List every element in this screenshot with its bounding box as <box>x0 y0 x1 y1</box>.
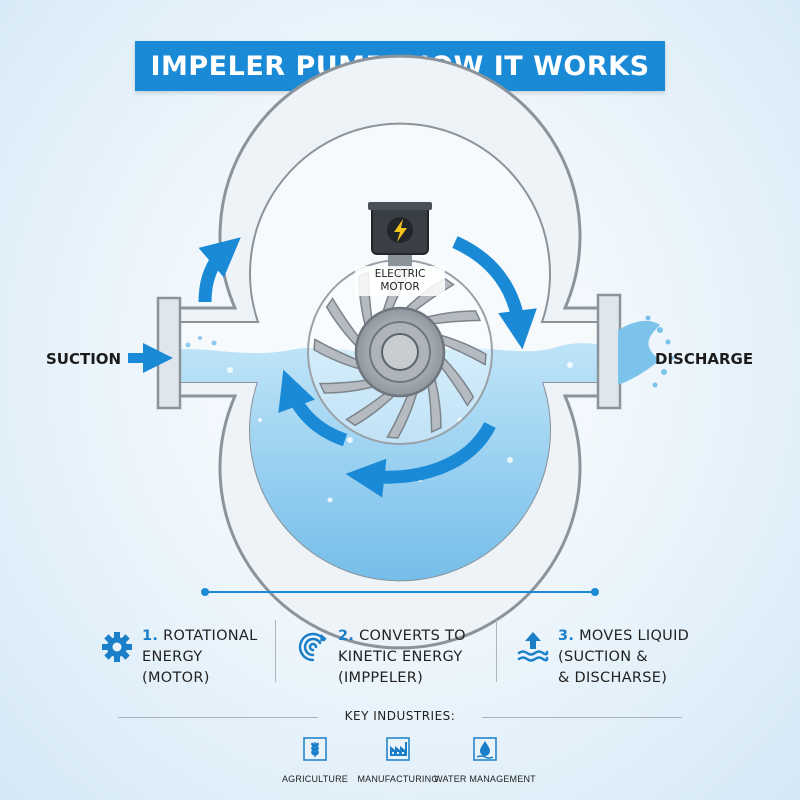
water-drop-icon <box>473 737 497 761</box>
suction-label: SUCTION <box>46 350 122 368</box>
step-3: 3. MOVES LIQUID (SUCTION & & DISCHARSE) <box>516 626 689 689</box>
arrow-bottom-swirl <box>345 421 496 498</box>
industry-label: WATER MANAGEMENT <box>434 774 536 784</box>
suction-flange <box>156 296 182 410</box>
industries-title: KEY INDUSTRIES: <box>344 709 456 723</box>
impeller-blade <box>386 383 421 439</box>
discharge-flange <box>596 293 622 410</box>
industry-manufacturing: MANUFACTURING <box>338 737 458 784</box>
electric-motor <box>368 202 432 268</box>
step-2: 2. CONVERTS TO KINETIC ENERGY (IMPPELER) <box>296 626 466 689</box>
arrow-left-swirl <box>278 369 348 447</box>
impeller-blade <box>426 369 442 434</box>
industries-rule-left <box>118 717 318 718</box>
gear-icon <box>102 632 132 662</box>
impeller <box>307 259 493 445</box>
step-1: 1. ROTATIONAL ENERGY (MOTOR) <box>100 626 258 689</box>
section-divider <box>201 588 599 596</box>
factory-icon <box>386 737 410 761</box>
arrow-inlet-up <box>198 237 241 303</box>
spiral-icon <box>298 632 327 662</box>
wheat-icon <box>303 737 327 761</box>
motor-label-line2: MOTOR <box>380 281 420 293</box>
impeller-blade <box>318 378 383 394</box>
motor-label-line1: ELECTRIC <box>374 268 426 280</box>
waves-arrow-icon <box>517 632 549 662</box>
discharge-label: DISCHARGE <box>655 350 754 368</box>
impeller-blade <box>325 297 364 354</box>
divider-dot <box>201 588 209 596</box>
impeller-blade <box>313 338 369 373</box>
arrow-top-right <box>452 236 537 350</box>
step-separator <box>496 620 497 682</box>
suction-splash <box>185 336 217 348</box>
discharge-splash <box>618 315 674 388</box>
divider-dot <box>591 588 599 596</box>
step-separator <box>275 620 276 682</box>
industry-label: AGRICULTURE <box>281 774 349 784</box>
industry-agriculture: AGRICULTURE <box>255 737 375 784</box>
impeller-blade <box>431 331 487 366</box>
industry-label: MANUFACTURING <box>357 774 439 784</box>
motor-label: ELECTRIC MOTOR <box>355 266 445 296</box>
lightning-bolt-icon <box>394 219 407 242</box>
industry-water-management: WATER MANAGEMENT <box>425 737 545 784</box>
impeller-blade <box>345 388 402 427</box>
industries-rule-right <box>482 717 682 718</box>
impeller-blade <box>436 350 475 407</box>
impeller-blade <box>417 310 482 326</box>
flow-arrows <box>128 236 537 498</box>
